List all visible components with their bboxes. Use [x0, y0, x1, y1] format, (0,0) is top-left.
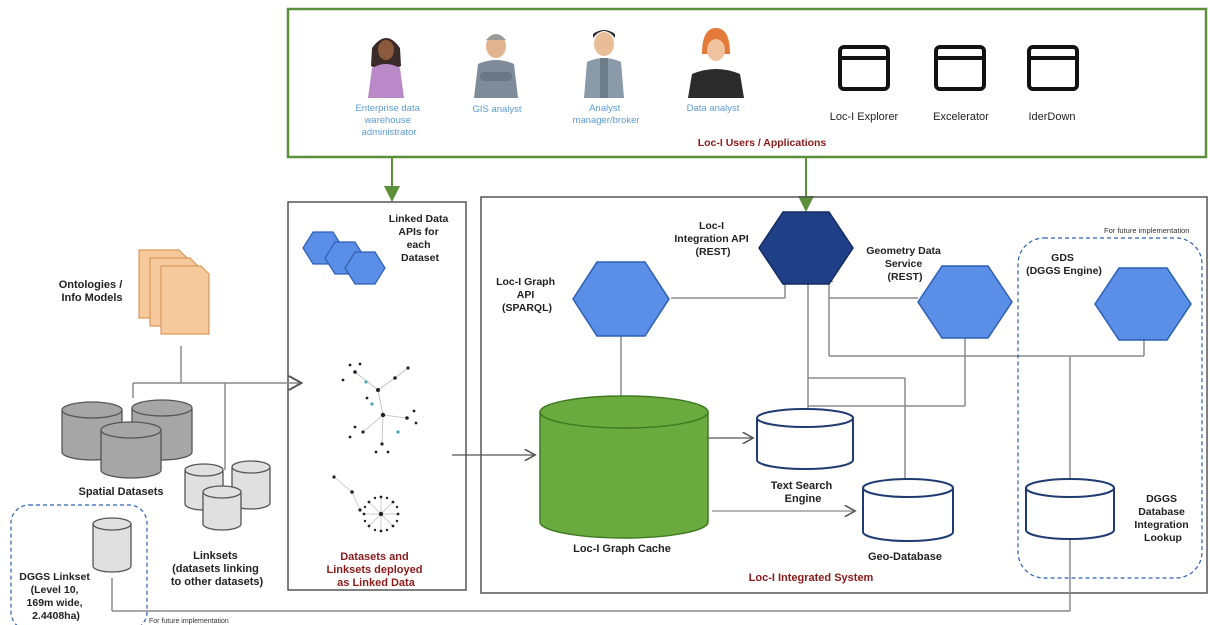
geometry-service-hexagon: [917, 265, 1013, 339]
dggs-linkset-icon: [92, 517, 132, 573]
network-nodes-accent: [364, 380, 400, 434]
woman-hijab-icon: [368, 38, 404, 98]
dggs-lookup-label: DGGS Database Integration Lookup: [1134, 493, 1191, 544]
text-search-database-icon: [756, 408, 854, 470]
ontologies-label: Ontologies / Info Models: [59, 279, 126, 304]
persona-label-data-analyst: Data analyst: [687, 103, 740, 114]
dggs-linkset-region: [10, 504, 148, 625]
geometry-service-label: Geometry Data Service (REST): [866, 245, 944, 283]
network-nodes: [341, 362, 418, 454]
users-box-title: Loc-I Users / Applications: [698, 137, 827, 149]
datasets-deployed-label: Datasets and Linksets deployed as Linked…: [326, 551, 425, 589]
linked-data-apis-label: Linked Data APIs for each Dataset: [389, 213, 451, 264]
system-connectors: [111, 280, 1145, 612]
app-label-excelerator: Excelerator: [933, 111, 989, 123]
linksets-icon: [184, 460, 271, 531]
gds-hexagon: [1094, 267, 1192, 341]
graph-api-label: Loc-I Graph API (SPARQL): [496, 276, 558, 314]
spatial-datasets-label: Spatial Datasets: [79, 486, 164, 498]
app-label-loc-i-explorer: Loc-I Explorer: [830, 111, 899, 123]
browser-window-icon: [934, 45, 986, 91]
geo-database-label: Geo-Database: [868, 551, 942, 563]
graph-api-hexagon: [572, 261, 670, 337]
radial-graph-nodes: [332, 475, 400, 533]
dggs-future-region: [1017, 237, 1203, 579]
spatial-datasets-icon: [61, 399, 193, 479]
integration-api-label: Loc-I Integration API (REST): [674, 220, 751, 258]
linked-data-box: [287, 201, 467, 591]
persona-label-enterprise-admin: Enterprise data warehouse administrator: [355, 103, 422, 138]
left-connectors: [132, 346, 300, 470]
dggs-lookup-database-icon: [1025, 478, 1115, 540]
integration-api-hexagon: [758, 211, 854, 285]
integrated-system-box: [480, 196, 1208, 594]
future-implementation-note-bottom: For future implementation: [149, 618, 229, 625]
radial-graph-icon: [333, 476, 398, 531]
text-search-label: Text Search Engine: [771, 480, 836, 505]
hexagon-cluster-icon: [302, 231, 386, 285]
app-label-iderdown: IderDown: [1028, 111, 1075, 123]
document-stack-icon: [138, 249, 210, 335]
persona-label-gis-analyst: GIS analyst: [472, 104, 521, 115]
integrated-system-title: Loc-I Integrated System: [749, 572, 874, 584]
browser-window-icon: [1027, 45, 1079, 91]
man-backpack-icon: [584, 30, 624, 98]
linksets-label: Linksets (datasets linking to other data…: [171, 550, 264, 588]
graph-cache-label: Loc-I Graph Cache: [573, 543, 671, 555]
geo-database-icon: [862, 478, 954, 542]
dggs-linkset-label: DGGS Linkset (Level 10, 169m wide, 2.440…: [19, 571, 93, 622]
graph-cache-database-icon: [539, 395, 709, 539]
gds-label: GDS (DGGS Engine): [1026, 252, 1102, 277]
woman-icon: [688, 28, 744, 98]
persona-label-analyst-manager: Analyst manager/broker: [572, 103, 639, 126]
future-implementation-note-top: For future implementation: [1104, 226, 1189, 235]
users-applications-box: [286, 7, 1208, 159]
browser-window-icon: [838, 45, 890, 91]
man-arms-crossed-icon: [474, 34, 518, 98]
